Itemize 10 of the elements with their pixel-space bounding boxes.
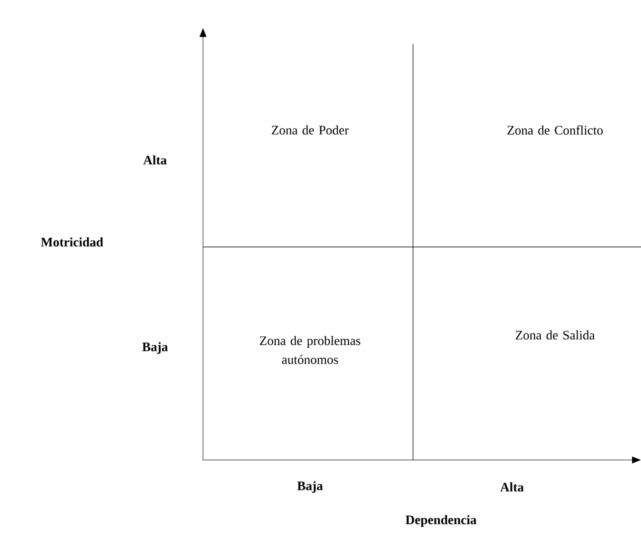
axis-label: Alta	[500, 482, 524, 492]
axis-label: Motricidad	[40, 237, 104, 247]
quadrant-label: Zona de Salida	[516, 330, 595, 340]
axis-label: Dependencia	[406, 515, 476, 527]
quadrant-label: Zona de Poder	[272, 125, 349, 135]
quadrant-label: Zona de Conflicto	[507, 125, 603, 135]
axis-label: Alta	[143, 155, 167, 165]
quadrant-label: Zona de problemas autónomos	[260, 336, 360, 364]
axis-label: Baja	[297, 481, 323, 493]
axis-label: Baja	[142, 342, 168, 354]
